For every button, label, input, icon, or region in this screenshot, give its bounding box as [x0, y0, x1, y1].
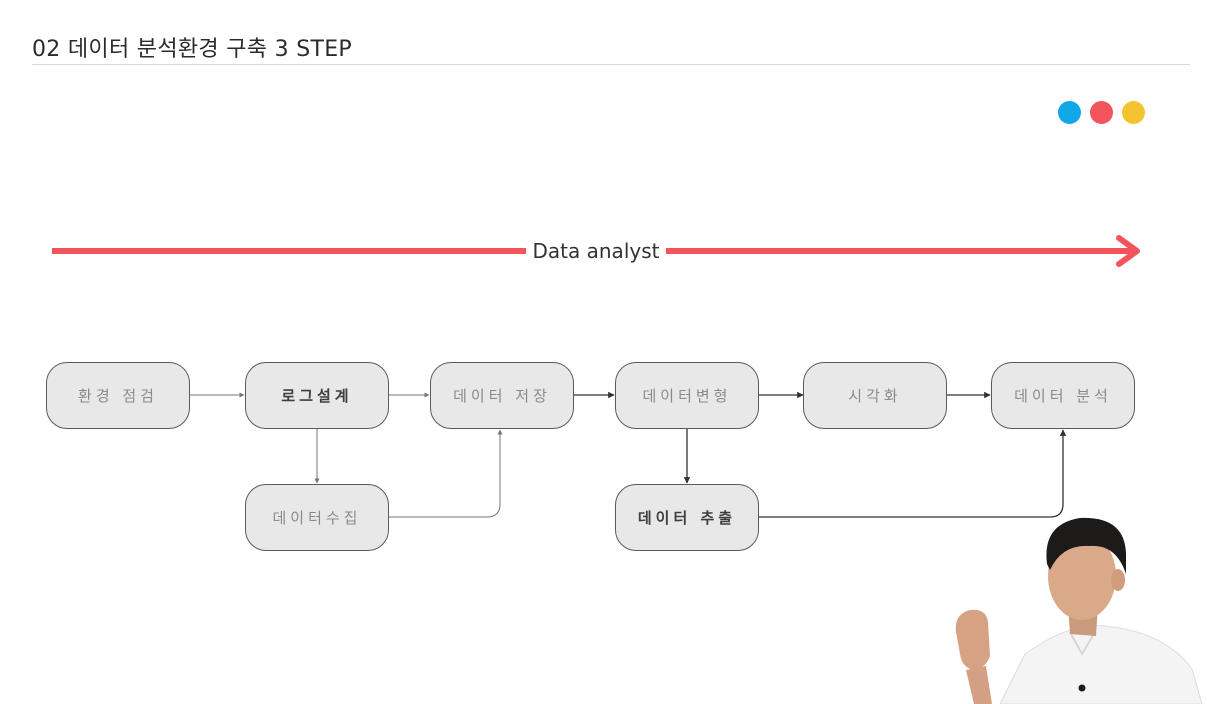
node-data-store: 데이터 저장 — [430, 362, 574, 429]
edge-extract-to-analysis — [759, 429, 1067, 518]
slide-title: 02 데이터 분석환경 구축 3 STEP — [32, 37, 352, 62]
timeline-label: Data analyst — [526, 237, 666, 265]
presenter-body-image — [999, 625, 1203, 704]
timeline-arrowhead-icon — [1116, 235, 1140, 267]
node-data-analysis: 데이터 분석 — [991, 362, 1135, 429]
node-visualization: 시각화 — [803, 362, 947, 429]
presenter-video-overlay — [955, 517, 1203, 704]
timeline-arrow — [52, 235, 1140, 267]
red-dot-icon — [1090, 101, 1113, 124]
node-data-extract: 데이터 추출 — [615, 484, 759, 551]
blue-dot-icon — [1058, 101, 1081, 124]
node-data-transform: 데이터변형 — [615, 362, 759, 429]
title-divider — [32, 64, 1190, 65]
node-data-collect: 데이터수집 — [245, 484, 389, 551]
node-env-check: 환경 점검 — [46, 362, 190, 429]
node-log-design: 로그설계 — [245, 362, 389, 429]
edge-collect-to-store — [389, 429, 503, 518]
yellow-dot-icon — [1122, 101, 1145, 124]
